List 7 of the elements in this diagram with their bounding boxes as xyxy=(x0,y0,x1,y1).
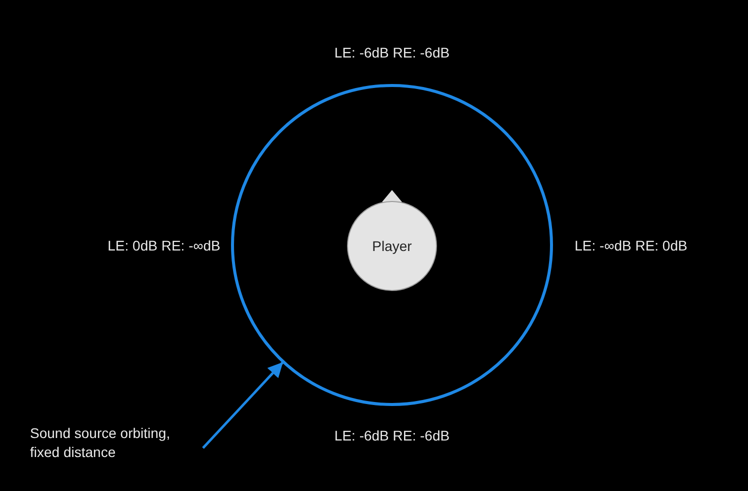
level-label: LE: -6dB RE: -6dB xyxy=(334,44,450,62)
player-circle: Player xyxy=(347,201,437,291)
level-label: LE: 0dB RE: -∞dB xyxy=(108,238,220,254)
level-label: LE: -∞dB RE: 0dB xyxy=(574,238,688,254)
annotation-text: Sound source orbiting, fixed distance xyxy=(30,424,202,464)
level-label: LE: -6dB RE: -6dB xyxy=(334,428,450,444)
arrow xyxy=(202,361,284,449)
